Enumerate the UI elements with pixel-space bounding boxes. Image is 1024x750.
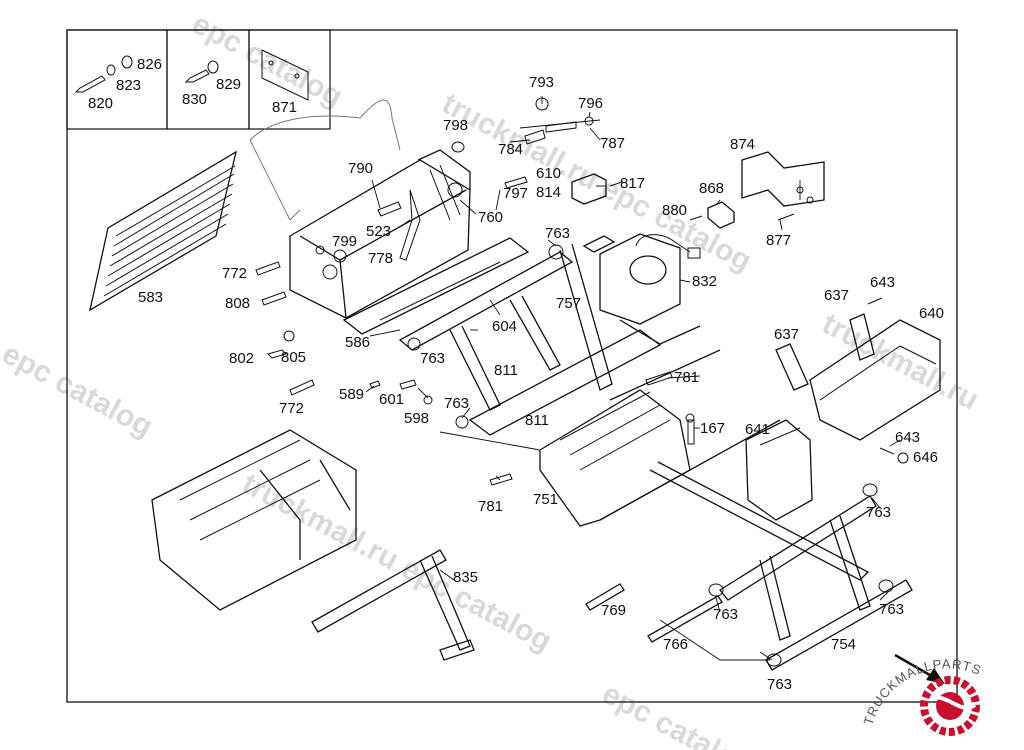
part-label: 830 [182, 91, 207, 108]
part-label: 798 [443, 117, 468, 134]
part-label: 820 [88, 95, 113, 112]
shaft-766 [647, 595, 723, 643]
part-label: 167 [700, 420, 725, 437]
part-label: 760 [478, 209, 503, 226]
bolt-set [369, 244, 909, 486]
part-label: 823 [116, 77, 141, 94]
stand-835 [311, 549, 475, 661]
watermark-text: epc catalog [597, 677, 758, 750]
part-label: 796 [578, 95, 603, 112]
part-label: 763 [444, 395, 469, 412]
part-label: 784 [498, 141, 523, 158]
part-label: 799 [332, 233, 357, 250]
watermark-text: truckmall.ru [817, 307, 984, 417]
part-label: 802 [229, 350, 254, 367]
watermark-text: truckmall.ru epc catalog [237, 467, 557, 658]
part-label: 790 [348, 160, 373, 177]
part-label: 763 [545, 225, 570, 242]
side-panel-583 [89, 150, 237, 312]
part-label: 637 [774, 326, 799, 343]
inset-boxes: 826 823 820 830 829 871 [66, 29, 331, 130]
part-label: 583 [138, 289, 163, 306]
part-label: 874 [730, 136, 755, 153]
plate-icon [261, 49, 309, 101]
watermark-text: epc catalog [187, 7, 348, 114]
part-label: 880 [662, 202, 687, 219]
part-label: 601 [379, 391, 404, 408]
part-label: 829 [216, 76, 241, 93]
part-label: 793 [529, 74, 554, 91]
part-label: 808 [225, 295, 250, 312]
logo-text: TRUCKMALLPARTS [860, 656, 982, 727]
clip-868 [689, 201, 735, 229]
part-label: 646 [913, 449, 938, 466]
part-label: 763 [767, 676, 792, 693]
bolt-icon [184, 60, 219, 83]
part-label: 772 [279, 400, 304, 417]
truckmallparts-logo: TRUCKMALLPARTS [860, 656, 983, 736]
base-rails [599, 419, 913, 671]
pin-769 [585, 583, 625, 611]
part-label: 763 [879, 601, 904, 618]
watermark-text: epc catalog [0, 337, 158, 444]
seat-bracket-assembly [289, 149, 530, 335]
part-label: 610 [536, 165, 561, 182]
part-label: 814 [536, 184, 561, 201]
part-label: 604 [492, 318, 517, 335]
part-labels: 793 796 798 787 784 790 610 817 814 797 … [138, 74, 944, 693]
cover-641 [745, 419, 813, 521]
small-hardware [255, 97, 601, 396]
part-label: 805 [281, 349, 306, 366]
part-label: 778 [368, 250, 393, 267]
part-label: 643 [870, 274, 895, 291]
part-label: 811 [525, 412, 549, 429]
cover-640 [775, 313, 941, 441]
part-label: 598 [404, 410, 429, 427]
bracket-874 [741, 151, 825, 221]
part-label: 751 [533, 491, 558, 508]
lift-frame-left [151, 429, 357, 611]
part-label: 835 [453, 569, 478, 586]
part-label: 781 [674, 369, 699, 386]
part-label: 772 [222, 265, 247, 282]
part-label: 871 [272, 99, 297, 116]
part-label: 769 [601, 602, 626, 619]
part-label: 868 [699, 180, 724, 197]
svg-text:TRUCKMALLPARTS: TRUCKMALLPARTS [860, 656, 983, 727]
part-label: 589 [339, 386, 364, 403]
part-label: 637 [824, 287, 849, 304]
scissor-frame [398, 243, 721, 527]
part-label: 640 [919, 305, 944, 322]
part-label: 641 [745, 421, 770, 438]
leader-lines [365, 96, 901, 661]
part-label: 763 [420, 350, 445, 367]
part-label: 817 [620, 175, 645, 192]
drawing-frame [66, 29, 958, 703]
part-label: 523 [366, 223, 391, 240]
part-label: 766 [663, 636, 688, 653]
part-label: 586 [345, 334, 370, 351]
part-label: 811 [494, 362, 518, 379]
part-label: 787 [600, 135, 625, 152]
motor-832 [582, 233, 701, 345]
part-label: 643 [895, 429, 920, 446]
part-label: 763 [866, 504, 891, 521]
part-label: 877 [766, 232, 791, 249]
bolt-icon [74, 55, 133, 93]
part-label: 781 [478, 498, 503, 515]
part-label: 797 [503, 185, 528, 202]
part-label: 754 [831, 636, 856, 653]
part-label: 757 [556, 295, 581, 312]
part-label: 832 [692, 273, 717, 290]
seat-outline [249, 99, 401, 221]
bracket-610 [571, 173, 623, 205]
part-label: 763 [713, 606, 738, 623]
part-label: 826 [137, 56, 162, 73]
